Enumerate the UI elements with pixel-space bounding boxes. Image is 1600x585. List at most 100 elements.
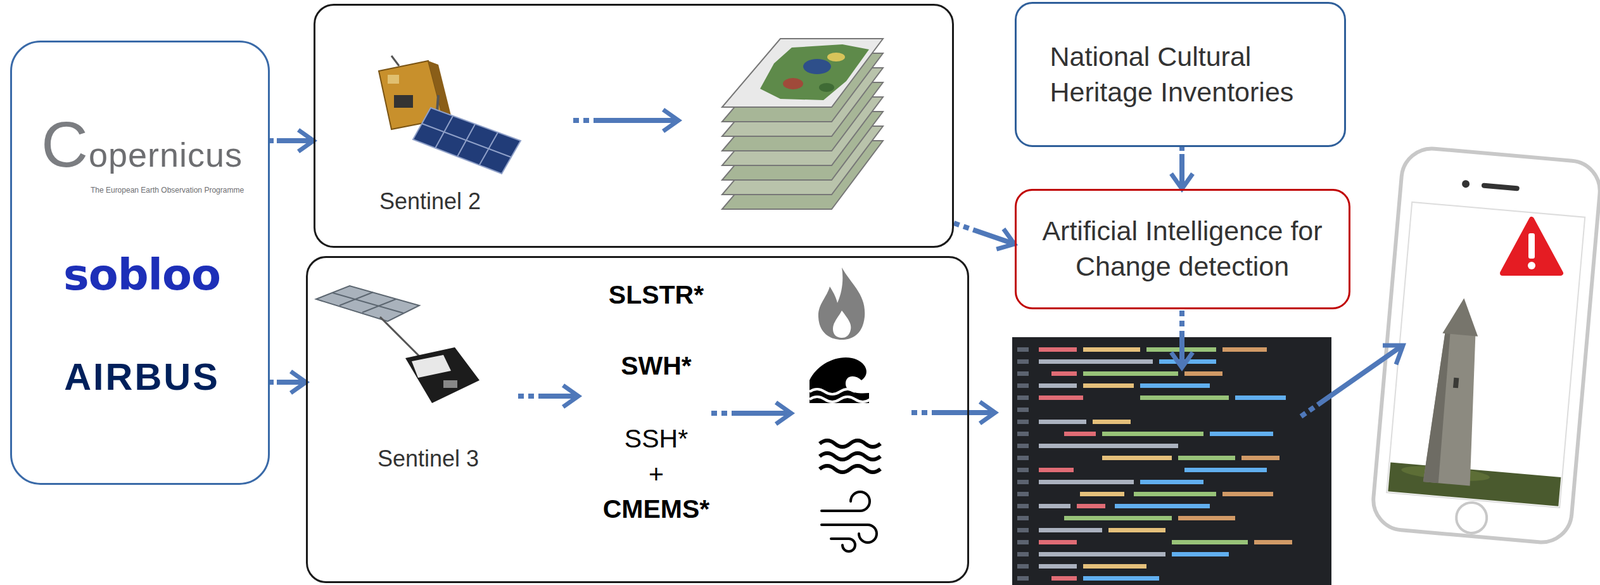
fire-icon-part	[818, 267, 865, 340]
warning-sign	[1502, 219, 1561, 274]
warning-sign-part	[1502, 219, 1561, 274]
sea-level-icon-part	[819, 452, 881, 460]
smartphone-part	[1386, 202, 1585, 508]
wind-icon	[821, 491, 877, 552]
code-screenshot-part-part	[1038, 467, 1074, 472]
code-screenshot-part-part	[1017, 479, 1029, 484]
code-screenshot-part-part	[1038, 383, 1077, 388]
flow-arrow	[953, 222, 1015, 249]
flow-arrow-part	[663, 109, 679, 132]
code-screenshot-part-part	[1083, 383, 1134, 388]
code-screenshot-part-part	[1178, 455, 1236, 460]
sentinel2-satellite-part	[412, 107, 521, 174]
code-screenshot-part-part	[1017, 383, 1029, 388]
ai-box: Artificial Intelligence for Change detec…	[1014, 188, 1351, 310]
flow-arrow-part	[979, 401, 996, 424]
code-screenshot-part-part	[1083, 563, 1147, 569]
sentinel2-satellite-part	[387, 74, 400, 84]
map-layer-stack-part	[827, 52, 845, 62]
arrow-shaft	[1179, 146, 1185, 185]
flow-arrow	[711, 402, 792, 424]
code-screenshot-part-part	[1064, 515, 1172, 521]
flow-arrow-part	[1301, 347, 1400, 417]
code-screenshot-part-part	[1017, 455, 1029, 460]
code-screenshot-part-part	[1017, 371, 1029, 376]
fire-icon	[818, 267, 865, 340]
smartphone-part	[1370, 145, 1600, 545]
flow-arrow-part	[911, 409, 992, 415]
code-screenshot-part-part	[1222, 347, 1267, 352]
plus-sign: +	[561, 458, 752, 490]
code-screenshot-part-part	[1102, 431, 1204, 436]
sentinel3-satellite-part	[316, 285, 420, 322]
sentinel3-satellite-part	[332, 292, 404, 313]
code-screenshot-part-part	[1038, 395, 1084, 400]
sentinel3-satellite-part	[362, 298, 396, 313]
code-screenshot-part	[1083, 359, 1286, 581]
code-screenshot-part-part	[1184, 467, 1267, 472]
logo-text: Copernicus	[12, 112, 272, 178]
code-screenshot-part-part	[1114, 503, 1210, 508]
wave-icon-part	[809, 396, 871, 402]
code-screenshot-part-part	[1051, 371, 1077, 376]
sentinel2-satellite-part	[393, 95, 413, 108]
code-screenshot-part-part	[1083, 575, 1160, 581]
code-screenshot-part-part	[1222, 491, 1274, 496]
code-screenshot-part-part	[1017, 443, 1029, 448]
code-screenshot-part-part	[1079, 491, 1125, 496]
smartphone	[1370, 145, 1600, 545]
code-screenshot-part-part	[1102, 455, 1172, 460]
code-screenshot-part-part	[1038, 419, 1087, 424]
code-screenshot-part-part	[1133, 491, 1217, 496]
flow-arrow-part	[711, 410, 788, 416]
code-screenshot-part-part	[1038, 359, 1153, 364]
flow-arrow-part	[518, 393, 575, 399]
code-screenshot-part-part	[1038, 503, 1071, 508]
code-screenshot-part-part	[1254, 539, 1293, 545]
code-screenshot-part-part	[1017, 347, 1029, 352]
smartphone-part	[1461, 179, 1471, 189]
flow-arrow-part	[1179, 310, 1185, 364]
source-panel: CopernicusThe European Earth Observation…	[10, 40, 270, 485]
code-screenshot-part-part	[1017, 419, 1029, 424]
code-screenshot-part-part	[1171, 539, 1248, 545]
code-screenshot-part-part	[1184, 371, 1223, 376]
code-screenshot-part-part	[1083, 371, 1179, 376]
sentinel3-satellite	[316, 285, 480, 403]
code-screenshot-part-part	[1038, 551, 1166, 557]
smartphone-part	[1423, 331, 1483, 486]
sentinel2-satellite-part	[479, 132, 498, 165]
inventory-box: National Cultural Heritage Inventories	[1014, 1, 1347, 147]
flow-arrow	[269, 371, 306, 393]
flow-arrow	[911, 401, 996, 424]
arrow-head	[1171, 173, 1193, 189]
map-layer-stack	[722, 38, 883, 210]
code-screenshot-part	[1038, 347, 1106, 581]
code-screenshot-part	[1017, 347, 1029, 581]
code-screenshot-part-part	[1171, 551, 1229, 557]
flow-arrow	[269, 129, 314, 152]
product-label: SSH*	[561, 423, 752, 455]
product-label: CMEMS*	[561, 493, 752, 525]
smartphone-part	[1442, 296, 1481, 337]
satellite-label: Sentinel 2	[335, 187, 526, 215]
product-label: SWH*	[561, 350, 752, 382]
arrow-shaft	[269, 138, 310, 144]
wave-icon-part	[809, 388, 856, 394]
map-layer-stack-part	[782, 77, 804, 90]
code-screenshot-part-part	[1017, 575, 1029, 581]
smartphone-part	[1387, 461, 1561, 506]
flow-arrow-part	[775, 402, 792, 424]
smartphone-part	[1481, 182, 1520, 191]
logo-text: sobloo	[12, 248, 272, 301]
sentinel2-satellite	[378, 55, 521, 174]
code-screenshot-part-part	[1017, 491, 1029, 496]
map-layer-stack-part	[760, 44, 870, 101]
sentinel2-panel: Sentinel 2	[313, 3, 954, 248]
flow-arrow-part	[573, 117, 675, 123]
code-screenshot-part-part	[1140, 479, 1204, 484]
code-screenshot-part-part	[1038, 347, 1077, 352]
code-screenshot-part-part	[1235, 395, 1286, 400]
